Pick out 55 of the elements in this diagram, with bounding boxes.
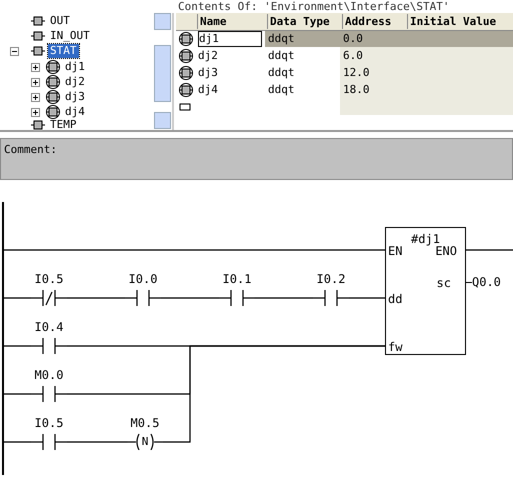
pin-label: sc xyxy=(436,276,451,290)
pin-label: EN xyxy=(388,244,402,258)
table-cell: ddqt xyxy=(268,83,294,97)
table-cell: dj3 xyxy=(198,66,218,80)
table-cell: 18.0 xyxy=(343,83,370,97)
function-block xyxy=(385,227,466,355)
operand-label: I0.0 xyxy=(128,272,158,286)
tree-item: TEMP xyxy=(49,118,78,132)
table-cell: ddqt xyxy=(268,66,294,80)
table-cell: ddqt xyxy=(268,32,294,46)
connector-line xyxy=(4,249,385,251)
block-name: #dj1 xyxy=(410,232,441,246)
tree-item: dj3 xyxy=(64,90,86,104)
connector-line xyxy=(4,345,31,347)
operand-label: I0.1 xyxy=(222,272,252,286)
pin-label: dd xyxy=(388,292,402,306)
operand-label: I0.5 xyxy=(34,272,64,286)
operand-label: M0.5 xyxy=(130,416,160,430)
table-cell: dj1 xyxy=(198,31,262,47)
comment-label: Comment: xyxy=(4,143,57,157)
connector-line xyxy=(4,297,31,299)
table-cell: dj2 xyxy=(198,49,218,63)
connector-line xyxy=(163,345,385,443)
column-header: Initial Value xyxy=(407,14,513,29)
coil-label: N xyxy=(140,435,150,449)
connector-line xyxy=(67,441,127,443)
table-cell: dj4 xyxy=(198,83,218,97)
table-cell: 0.0 xyxy=(343,32,363,46)
tree-item: dj1 xyxy=(64,60,86,74)
operand-label: I0.4 xyxy=(34,320,64,334)
tree-item: OUT xyxy=(49,14,71,28)
connector-line xyxy=(161,297,219,299)
table-cell: 6.0 xyxy=(343,49,363,63)
output-operand: Q0.0 xyxy=(472,275,501,289)
panel-title: Contents Of: 'Environment\Interface\STAT' xyxy=(178,0,450,13)
connector-line xyxy=(67,297,125,299)
operand-label: M0.0 xyxy=(34,368,64,382)
tree-item: dj4 xyxy=(64,105,86,119)
operand-label: I0.2 xyxy=(316,272,346,286)
pin-label: ENO xyxy=(435,244,457,258)
operand-label: I0.5 xyxy=(34,416,64,430)
tree-item: IN_OUT xyxy=(49,29,91,43)
table-cell: 12.0 xyxy=(343,66,370,80)
pin-label: fw xyxy=(388,340,402,354)
column-header: Address xyxy=(342,14,405,29)
tree-item: STAT xyxy=(48,44,78,58)
connector-line xyxy=(465,249,513,251)
connector-line xyxy=(349,297,385,299)
connector-line xyxy=(255,297,313,299)
connector-line xyxy=(4,441,31,443)
column-header: Name xyxy=(197,14,265,29)
tree-item: dj2 xyxy=(64,75,86,89)
connector-line xyxy=(4,393,31,395)
table-cell: ddqt xyxy=(268,49,294,63)
column-header: Data Type xyxy=(267,14,340,29)
